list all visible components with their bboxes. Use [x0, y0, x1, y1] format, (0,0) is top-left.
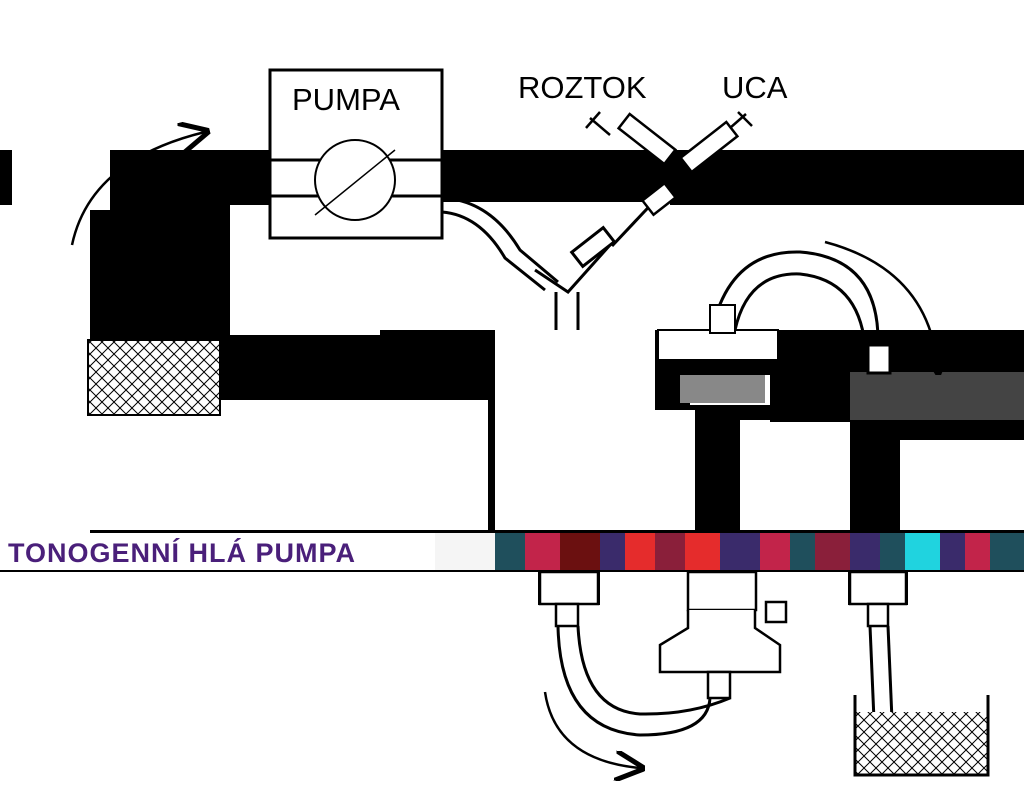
y-junction	[534, 193, 662, 330]
band-caption: TONOGENNÍ HLÁ PUMPA	[8, 538, 357, 568]
color-band	[0, 533, 1024, 570]
contrast-syringe-label: UCA	[722, 70, 788, 105]
outlet-tube	[441, 196, 559, 292]
syringe-icon-uca	[640, 111, 753, 217]
solution-syringe-label: ROZTOK	[518, 70, 647, 105]
flow-arrow-icon	[70, 132, 938, 768]
paper-top	[0, 0, 1024, 540]
reservoir-icon-left	[87, 339, 221, 416]
bottom-u-tube	[556, 625, 731, 737]
syringe-icon-roztok	[585, 111, 678, 166]
bottom-connectors	[538, 570, 908, 628]
cuvette-icon-bottom	[658, 610, 782, 700]
top-loop-tube	[710, 250, 892, 375]
pump-rotor-icon	[314, 139, 396, 221]
cuvette-icon-top	[657, 304, 779, 361]
outlet-to-reservoir	[868, 625, 894, 721]
reservoir-icon-right	[853, 695, 990, 777]
pump-label: PUMPA	[292, 82, 400, 117]
inlet-tube	[138, 176, 270, 340]
pump	[268, 68, 444, 240]
